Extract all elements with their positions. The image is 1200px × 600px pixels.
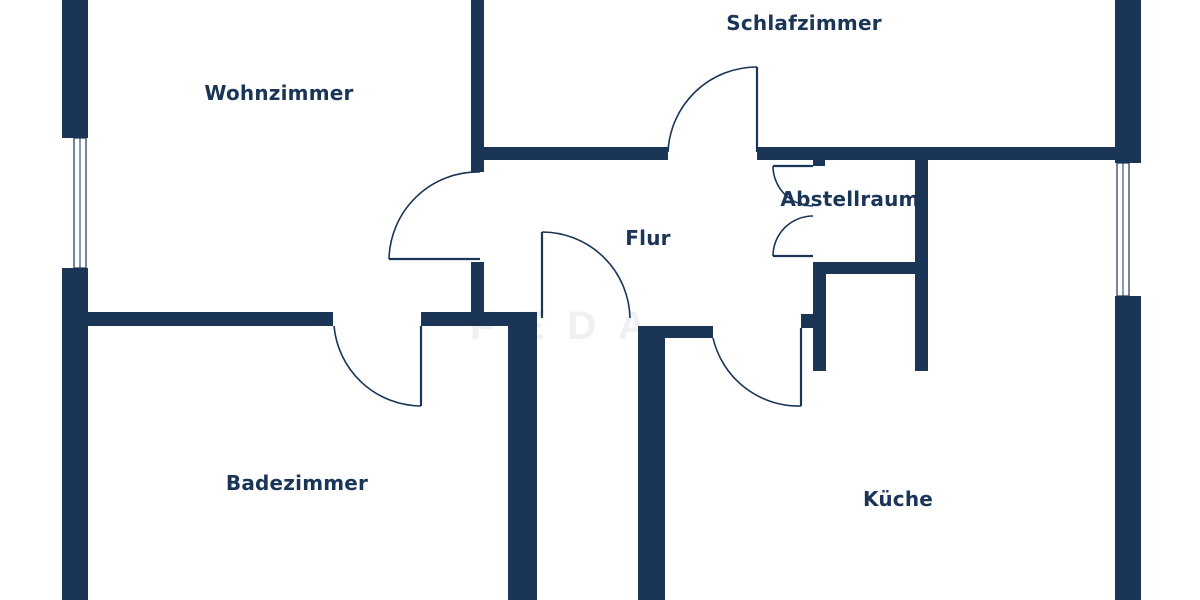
- wall-wohnzimmer-right: [471, 0, 484, 172]
- door-badezimmer[interactable]: [333, 325, 423, 407]
- outer-wall-left-upper: [62, 0, 88, 138]
- room-label-schlafzimmer: Schlafzimmer: [726, 11, 882, 35]
- wall-wohnzimmer-right-lower: [471, 262, 484, 312]
- door-abstellraum-double[interactable]: [772, 164, 814, 258]
- door-kueche[interactable]: [712, 328, 803, 407]
- wall-corridor-left: [508, 312, 537, 600]
- window-left: [73, 137, 87, 269]
- outer-wall-right-upper: [1115, 0, 1141, 163]
- room-label-abstellraum: Abstellraum: [780, 187, 920, 211]
- outer-wall-left-lower: [62, 268, 88, 600]
- room-label-flur: Flur: [625, 226, 671, 250]
- wall-kueche-stub: [801, 314, 813, 328]
- watermark: F E D A: [470, 304, 653, 348]
- wall-corridor-right: [638, 326, 665, 600]
- wall-wohnzimmer-bad-left: [88, 312, 333, 326]
- door-schlafzimmer[interactable]: [667, 66, 759, 153]
- wall-corridor-right-top: [638, 326, 713, 338]
- wall-abstellraum-stub-top: [813, 160, 825, 166]
- door-corridor[interactable]: [540, 231, 631, 319]
- window-right: [1116, 162, 1130, 297]
- room-label-wohnzimmer: Wohnzimmer: [204, 81, 354, 105]
- wall-schlafzimmer-bottom-left: [484, 147, 668, 160]
- wall-abstellraum-bottom: [813, 262, 928, 274]
- wall-schlafzimmer-bottom-right: [757, 147, 1115, 160]
- door-wohnzimmer[interactable]: [388, 171, 481, 261]
- outer-wall-right-lower: [1115, 296, 1141, 600]
- room-label-badezimmer: Badezimmer: [225, 471, 369, 495]
- wall-abstellraum-left-lower: [813, 262, 826, 371]
- room-label-kueche: Küche: [862, 487, 934, 511]
